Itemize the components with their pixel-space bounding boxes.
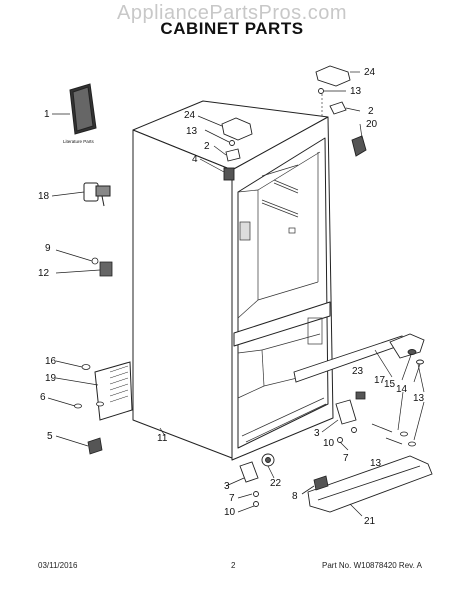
part-8 [301,475,329,495]
part-15-bracket [389,333,425,393]
callout-13-bottom: 13 [370,458,382,469]
part-19-panel [55,361,133,421]
callout-3-right: 3 [314,428,320,439]
left-top-hinge [197,115,253,181]
part-13-screws-right [371,391,425,447]
part-23 [355,391,366,400]
callout-20: 20 [366,119,378,130]
footer-date: 03/11/2016 [38,561,78,570]
part-5 [55,435,103,455]
liner-opening [237,137,329,449]
callout-24-left: 24 [184,110,196,121]
part-6 [47,397,104,409]
cabinet [132,100,334,461]
callout-7-right: 7 [343,453,349,464]
callout-10-right: 10 [323,438,335,449]
callout-labels: 1 18 9 12 16 19 6 5 11 24 13 2 4 24 13 2… [38,67,425,527]
callout-6: 6 [40,392,46,403]
callout-5: 5 [47,431,53,442]
callout-8: 8 [292,491,298,502]
callout-22: 22 [270,478,282,489]
callout-7-left: 7 [229,493,235,504]
literature-parts [52,83,97,135]
right-top-hinge [315,65,361,118]
part-9 [55,249,99,265]
footer-page: 2 [231,561,236,570]
callout-13-rail: 13 [413,393,425,404]
callout-13-right: 13 [350,86,362,97]
callout-9: 9 [45,243,51,254]
mullion [233,301,331,347]
callout-1: 1 [44,109,50,120]
part-16 [55,360,91,370]
literature-label: Literature Parts [63,139,95,144]
callout-12: 12 [38,268,50,279]
callout-18: 18 [38,191,50,202]
part-20 [351,123,367,157]
callout-15: 15 [384,379,396,390]
cabinet-side [132,129,233,459]
page-title: CABINET PARTS [160,19,304,38]
callout-21: 21 [364,516,376,527]
bottom-left-hinge [225,461,259,513]
callout-10-left: 10 [224,507,236,518]
callout-16: 16 [45,356,57,367]
callout-23: 23 [352,366,364,377]
callout-14: 14 [396,384,408,395]
callout-24-right: 24 [364,67,376,78]
callout-13-left: 13 [186,126,198,137]
callout-11: 11 [157,433,168,444]
footer-part-number: Part No. W10878420 Rev. A [322,561,422,570]
callout-17: 17 [374,375,386,386]
callout-2-left: 2 [204,141,210,152]
part-22-roller [261,453,275,479]
bottom-right-hinge [321,399,357,451]
watermark: AppliancePartsPros.com [117,2,347,24]
callout-4: 4 [192,154,198,165]
part-11-leader [159,427,166,437]
liner-details [237,151,327,443]
callout-19: 19 [45,373,57,384]
part-21-toe-grille [307,455,433,517]
part-12 [55,261,113,277]
part-18 [51,182,111,207]
callout-3-left: 3 [224,481,230,492]
callout-2-right: 2 [368,106,374,117]
